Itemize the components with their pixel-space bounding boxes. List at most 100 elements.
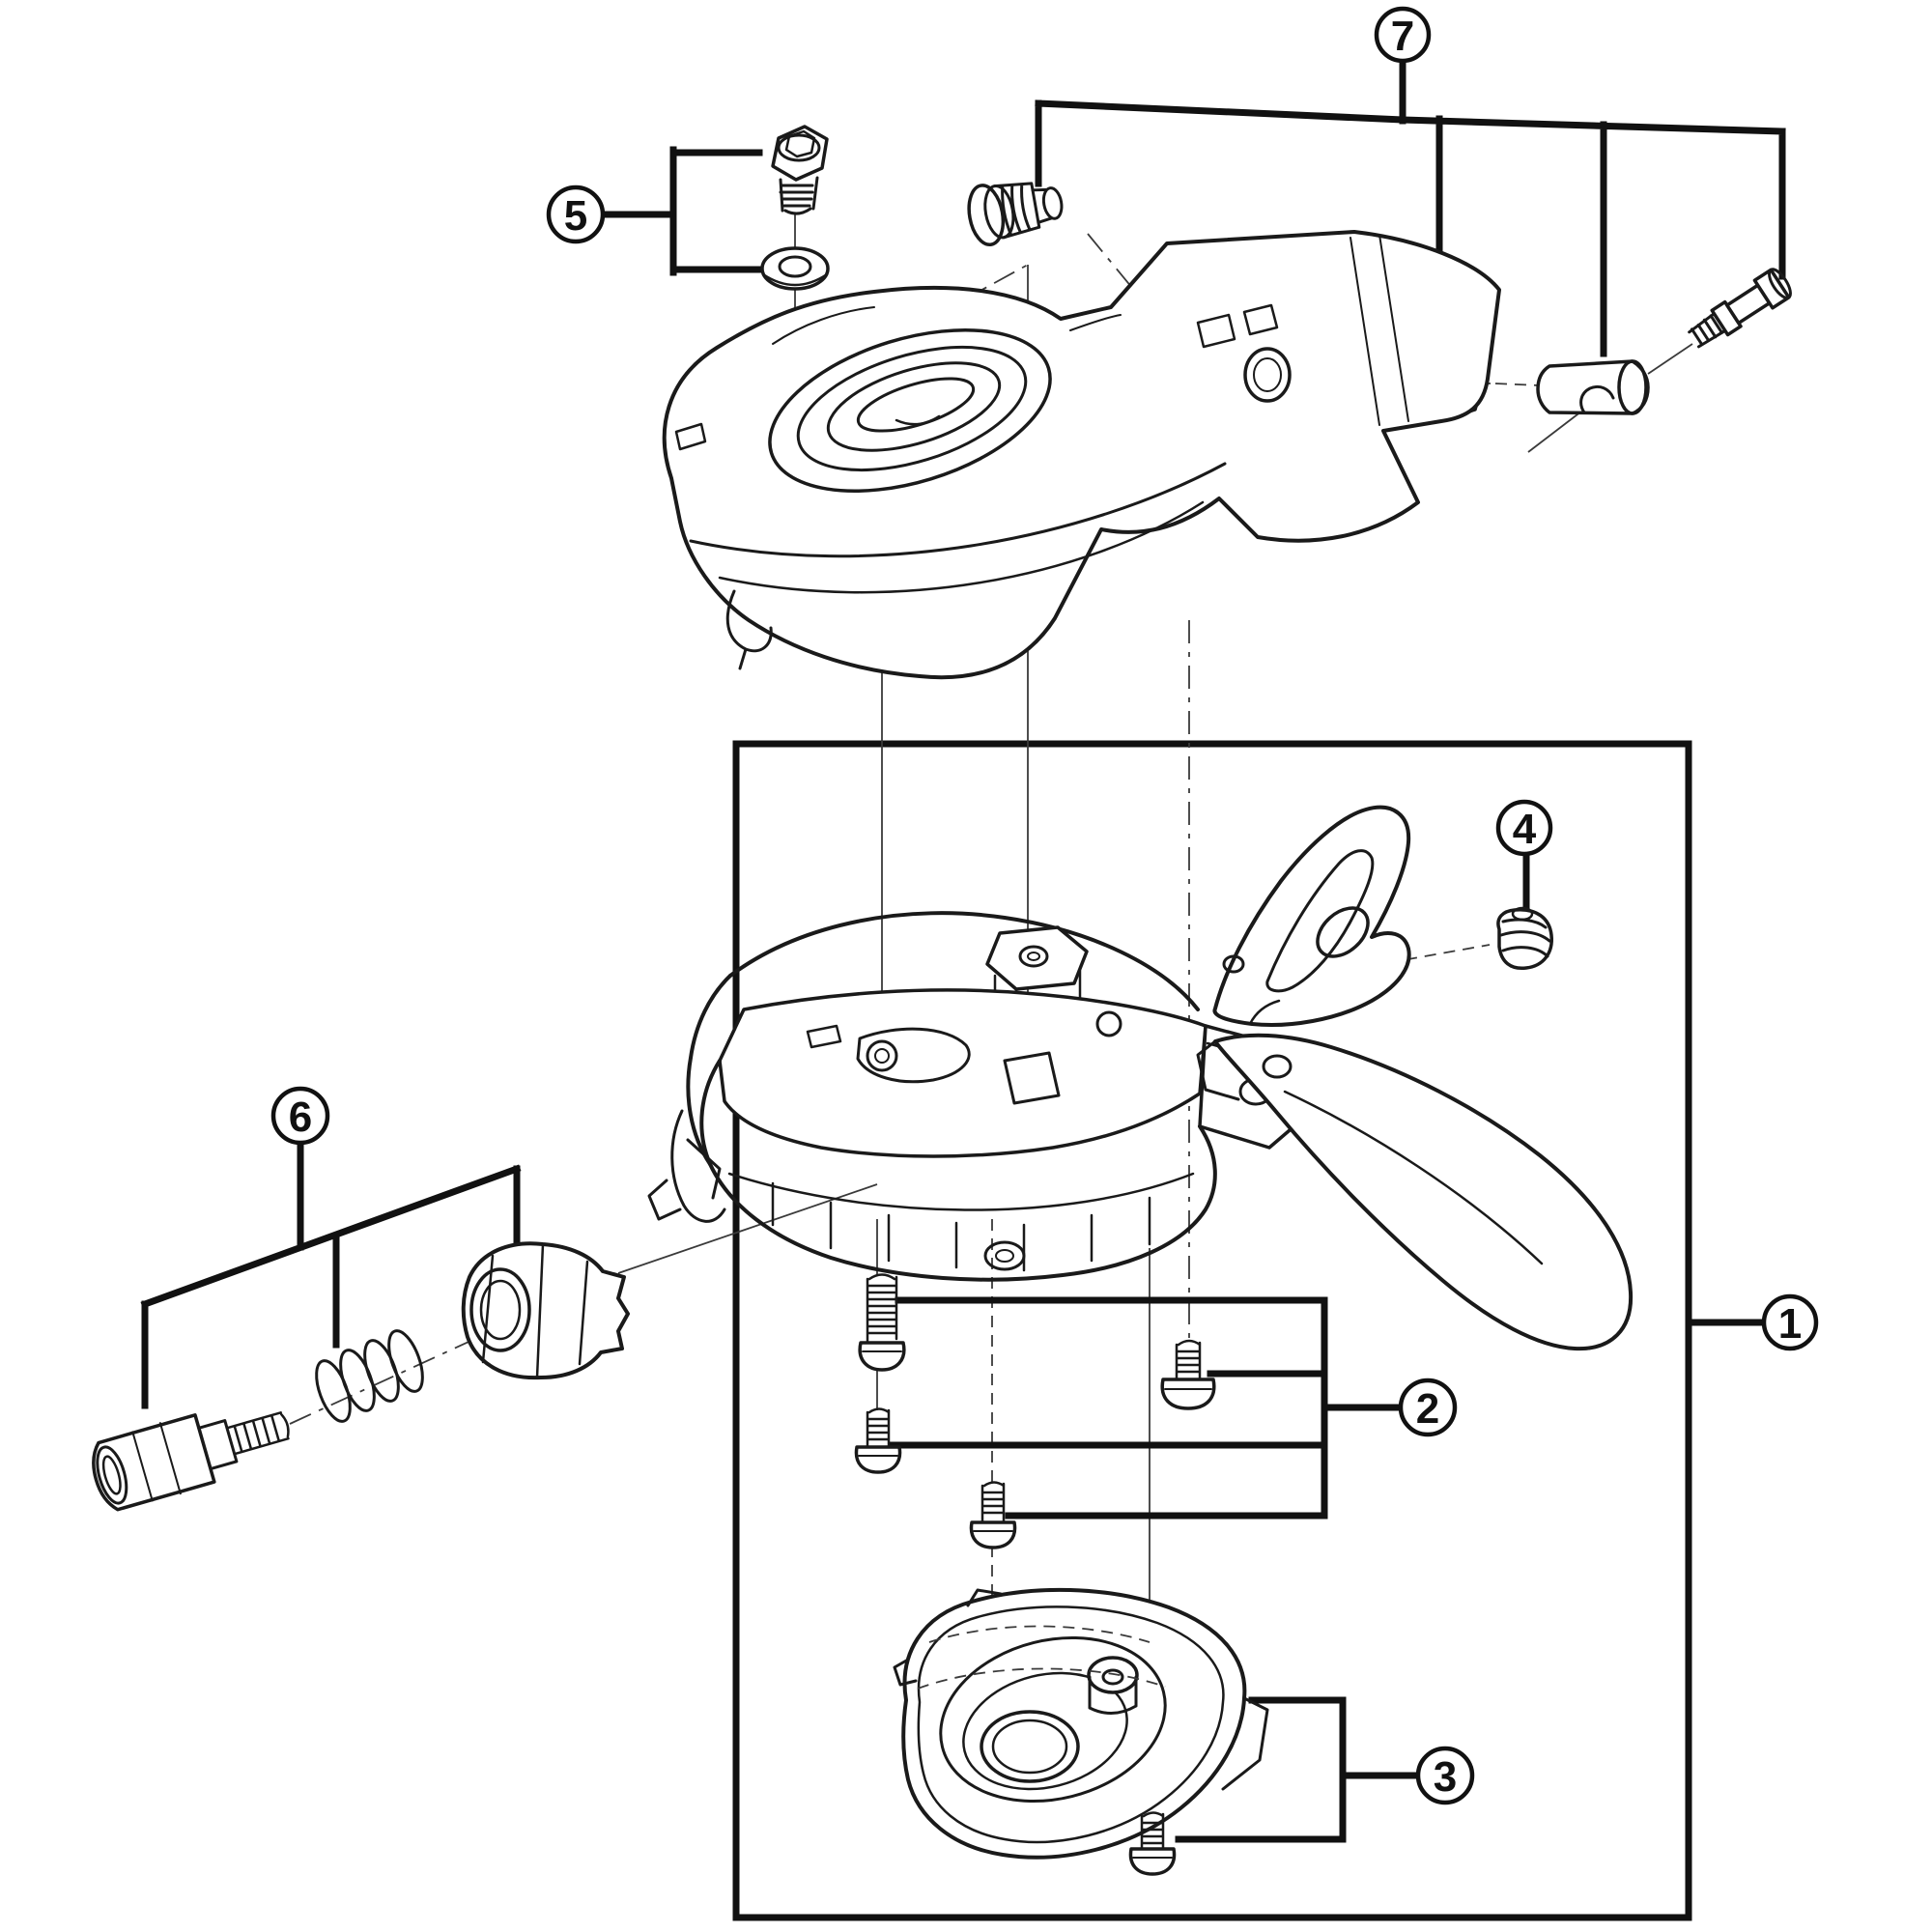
mech-left-latch (647, 1109, 726, 1223)
sleeve-drawing (1536, 359, 1650, 415)
cover-swoosh-2 (718, 500, 1205, 594)
line-art-segment (546, 185, 606, 244)
mech-lower-housing (699, 1059, 1217, 1282)
clamp-hole-outer (1243, 347, 1292, 403)
callout-3[interactable]: 3 (1415, 1746, 1475, 1805)
upper-lever-outline (1212, 805, 1411, 1027)
lower-lever-hole (1262, 1054, 1293, 1079)
lower-cover-hole (980, 1710, 1080, 1783)
stud-thread (993, 182, 1041, 240)
line-art-segment (1495, 799, 1553, 857)
callout-4[interactable]: 4 (1495, 799, 1553, 857)
mech-hole-left-inner (874, 1048, 890, 1064)
adjuster-end-face (96, 1445, 128, 1505)
spring-drawing (315, 1329, 424, 1423)
hex-bolt-face (777, 133, 821, 162)
screw-1-drawing (858, 1273, 906, 1372)
callout-1[interactable]: 1 (1761, 1293, 1819, 1351)
adjuster-thread (225, 1411, 290, 1456)
screw-3-thread (866, 1407, 891, 1449)
mech-plate (718, 988, 1208, 1158)
mech-hex-hole-inner (1027, 952, 1040, 961)
washer-thickness (761, 272, 829, 287)
ring-nut-hole-inner (479, 1279, 522, 1341)
lower-lever-inner-line (1283, 1090, 1544, 1265)
mech-layer-line (727, 1172, 1195, 1211)
lower-cover-tabs (893, 1588, 1269, 1791)
screw-5-drawing (1128, 1811, 1177, 1876)
upper-cover-drawing (662, 230, 1501, 680)
mechanism-drawing (647, 911, 1312, 1282)
callout-1-label: 1 (1778, 1300, 1802, 1348)
screw-2-thread (1175, 1339, 1202, 1381)
callout-5[interactable]: 5 (546, 185, 606, 244)
mech-hole-left (866, 1039, 898, 1072)
callout-4-label: 4 (1513, 806, 1537, 853)
mech-trapezoid-cutout (1003, 1051, 1061, 1105)
lower-lever-drawing (1196, 1033, 1634, 1351)
part-5-group (599, 125, 830, 291)
adjuster-cable-hole (101, 1455, 122, 1495)
lower-cover-outline (901, 1587, 1247, 1860)
callout-7[interactable]: 7 (1374, 6, 1432, 64)
cap-tab (1511, 906, 1534, 922)
lower-cover-drawing (893, 1587, 1269, 1860)
part-3-group (893, 1587, 1422, 1876)
mech-hole-right (1095, 1010, 1122, 1037)
lower-cover-post-stem (1088, 1675, 1138, 1715)
screw-4-drawing (969, 1481, 1017, 1549)
mech-top-arc (728, 911, 1200, 1011)
ring-nut-drawing (461, 1241, 630, 1380)
callout-2-bracket (888, 1296, 1406, 1520)
cover-ring-inner (826, 361, 1002, 452)
cover-shading (772, 306, 1122, 345)
pin-axis-line (1647, 343, 1693, 375)
callout-6-bracket (140, 1140, 522, 1409)
callout-6[interactable]: 6 (270, 1086, 330, 1146)
screw-2-head (1160, 1378, 1216, 1410)
callout-3-label: 3 (1434, 1753, 1457, 1801)
bushing-cylinder-dash (1494, 383, 1541, 386)
callout-2[interactable]: 2 (1398, 1378, 1458, 1437)
pin-bolt-drawing (1688, 268, 1792, 349)
screw-4-thread (980, 1481, 1006, 1524)
washer-hole (778, 255, 812, 278)
pin-thread (1688, 312, 1727, 349)
washer-outer (760, 246, 830, 291)
clamp-crease-lines (1350, 234, 1409, 426)
upper-lever-drawing (1212, 805, 1411, 1027)
clamp-notches (1196, 303, 1279, 349)
adjuster-collar (197, 1419, 239, 1471)
callout-2-label: 2 (1416, 1385, 1439, 1433)
part-6-group (92, 1140, 630, 1512)
spring-coil-2 (339, 1349, 376, 1412)
cover-swoosh-1 (689, 462, 1227, 558)
adjuster-knurls (131, 1422, 182, 1502)
upper-lever-pivot-hole (1222, 954, 1245, 974)
mech-kidney-cutout (856, 1027, 971, 1084)
mech-left-edge (686, 974, 732, 1166)
callout-7-label: 7 (1391, 13, 1414, 60)
cover-step (674, 422, 707, 451)
mech-foot (983, 1240, 1026, 1271)
spring-coil-3 (363, 1339, 400, 1403)
lower-cover-post (1087, 1656, 1139, 1694)
screw-5-thread (1140, 1811, 1165, 1851)
cover-outline (662, 230, 1501, 680)
stud-drawing (967, 182, 1064, 247)
adjuster-knob (92, 1413, 216, 1512)
mech-small-rect (806, 1024, 842, 1049)
lower-lever-outline (1213, 1033, 1634, 1351)
line-art-segment (1398, 1378, 1458, 1437)
cover-ring-outer (768, 327, 1052, 494)
upper-lever-hole (1316, 906, 1370, 958)
upper-lever-cutout (1265, 849, 1375, 993)
hex-bolt-socket (784, 129, 816, 158)
callout-5-bracket (599, 146, 763, 276)
spring-coil-1 (315, 1359, 352, 1423)
screw-1-head (858, 1341, 906, 1372)
callout-3-bracket (1175, 1696, 1422, 1843)
spring-coil-4 (387, 1329, 424, 1393)
screw-5-head (1128, 1847, 1177, 1876)
